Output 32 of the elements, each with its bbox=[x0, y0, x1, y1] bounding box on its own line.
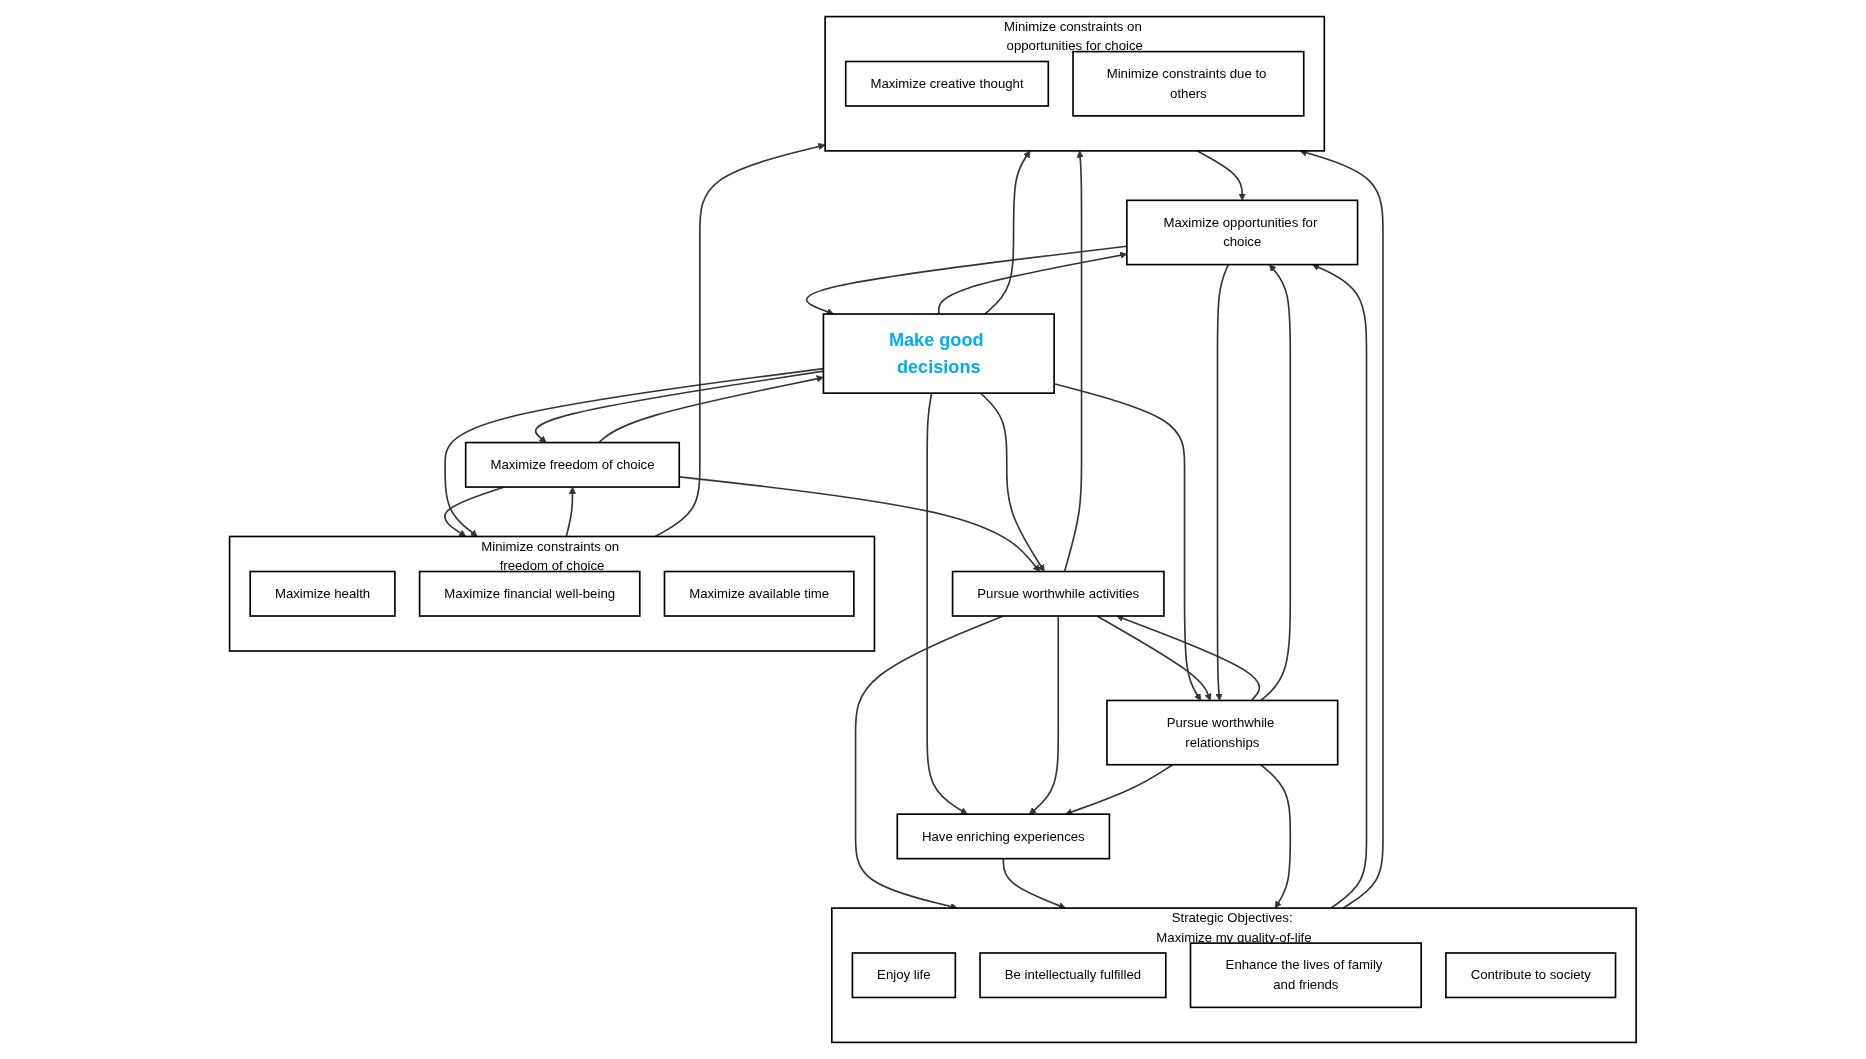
node-box: Have enriching experiences bbox=[896, 813, 1111, 860]
arrow bbox=[984, 150, 1031, 315]
arrow bbox=[1096, 615, 1212, 701]
arrow bbox=[1029, 615, 1060, 815]
arrow bbox=[1260, 264, 1292, 702]
node-box: Maximize creative thought bbox=[845, 60, 1050, 107]
arrow bbox=[1312, 264, 1368, 909]
arrow bbox=[1002, 857, 1066, 910]
arrow bbox=[1063, 150, 1084, 573]
node-box: Contribute to society bbox=[1445, 952, 1617, 999]
arrow bbox=[598, 375, 824, 444]
node-box: Enhance the lives of family and friends bbox=[1189, 942, 1423, 1009]
node-box: Maximize opportunities for choice bbox=[1126, 199, 1359, 266]
arrow bbox=[1260, 763, 1292, 909]
node-box: Enjoy life bbox=[851, 952, 957, 999]
node-box: Pursue worthwhile relationships bbox=[1106, 699, 1339, 766]
node-box: Maximize freedom of choice bbox=[465, 441, 681, 488]
node-box: Maximize available time bbox=[663, 570, 855, 617]
arrow bbox=[926, 392, 968, 815]
arrow bbox=[1065, 763, 1174, 816]
arrow bbox=[1299, 149, 1384, 909]
arrow bbox=[654, 142, 826, 538]
node-box: Pursue worthwhile activities bbox=[951, 570, 1165, 617]
node-box: Maximize health bbox=[249, 570, 396, 617]
arrow bbox=[979, 392, 1045, 572]
node-box: Minimize constraints due to others bbox=[1072, 50, 1305, 117]
node-box: Be intellectually fulfilled bbox=[979, 952, 1167, 999]
node-box: Maximize financial well-being bbox=[418, 570, 641, 617]
arrow bbox=[565, 486, 577, 538]
arrow bbox=[1215, 263, 1230, 701]
node-box: Make good decisions bbox=[822, 313, 1056, 394]
arrow bbox=[1196, 150, 1246, 201]
